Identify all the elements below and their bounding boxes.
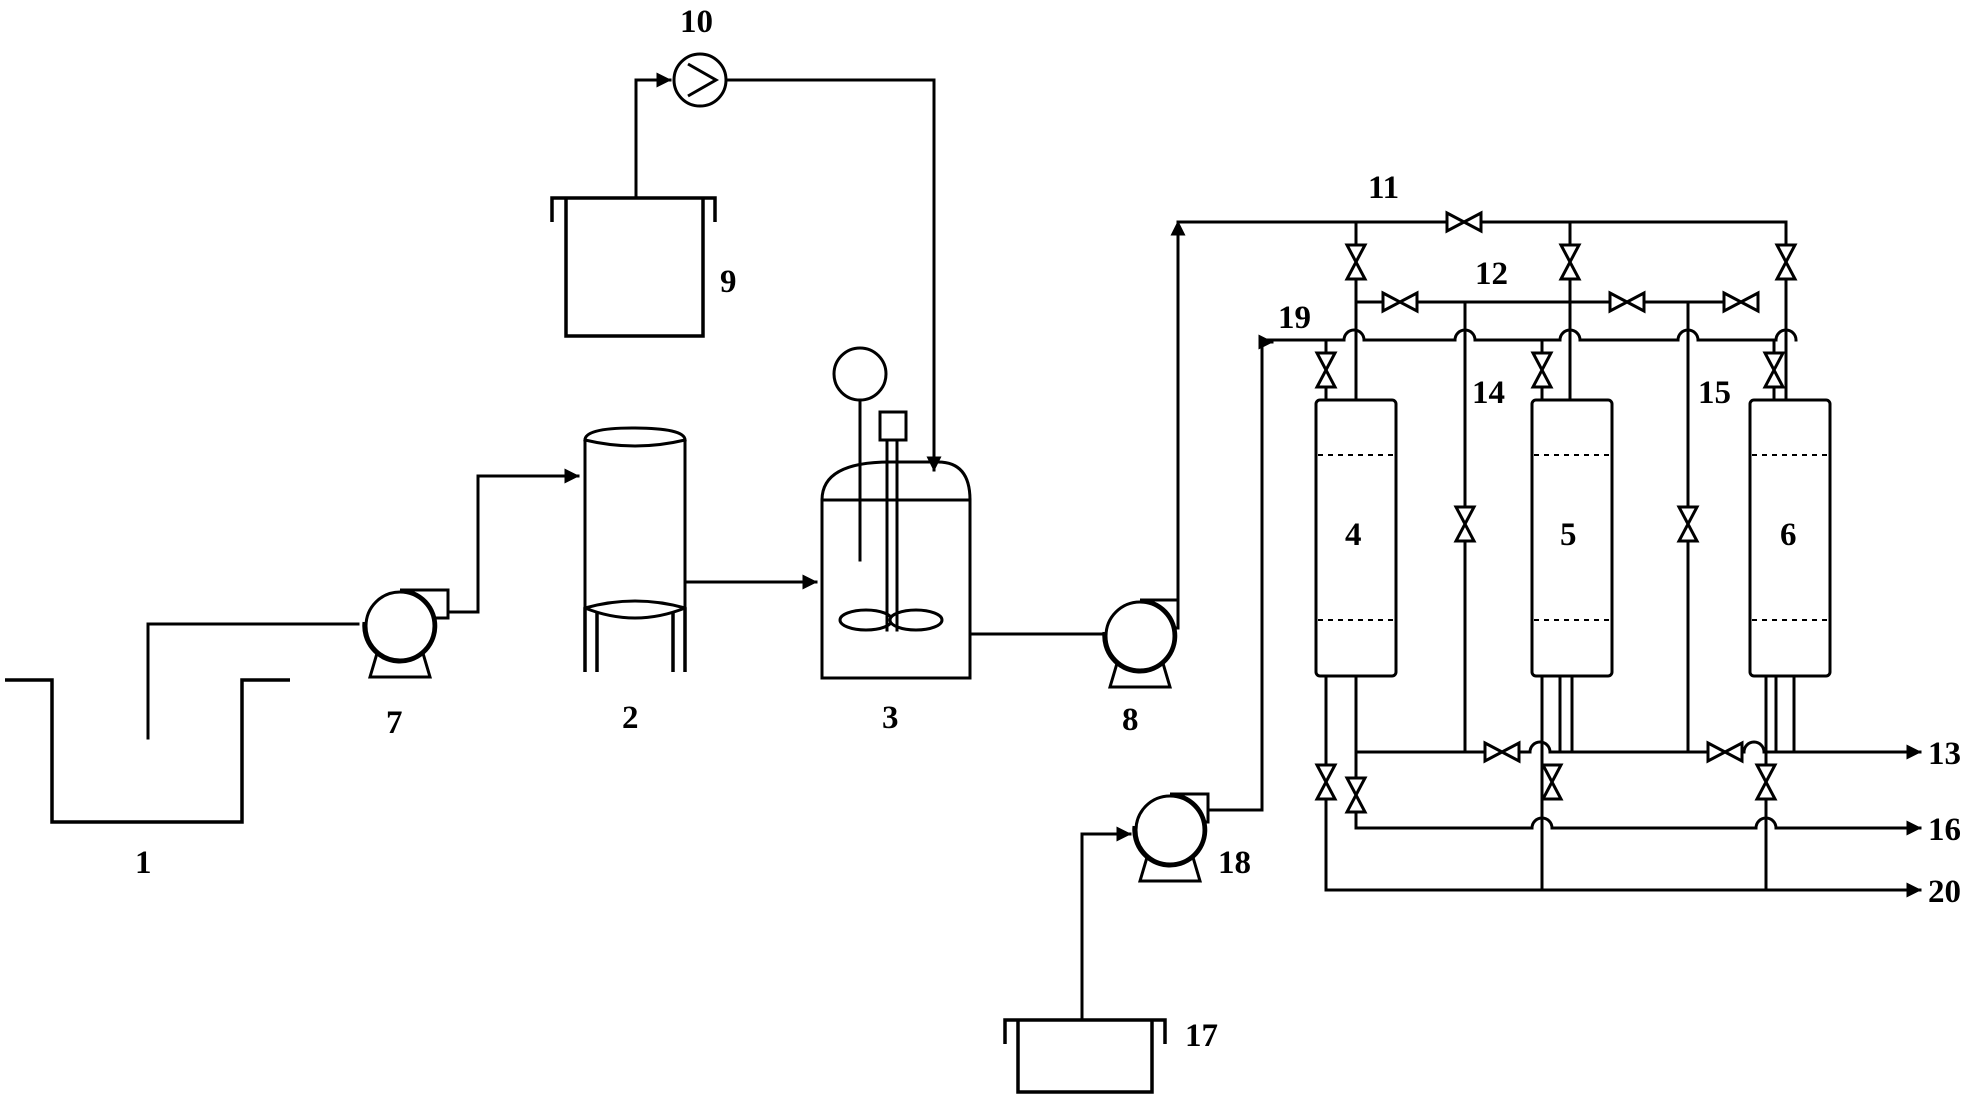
filter-column-5 xyxy=(1530,398,1614,678)
dosing-tank-9 xyxy=(550,196,717,338)
label-12: 12 xyxy=(1475,256,1508,292)
label-16: 16 xyxy=(1928,812,1961,848)
storage-vessel-2 xyxy=(583,426,687,672)
label-4: 4 xyxy=(1345,517,1362,553)
label-11: 11 xyxy=(1368,170,1399,206)
label-9: 9 xyxy=(720,264,737,300)
sump-tank-1 xyxy=(5,622,360,824)
label-20: 20 xyxy=(1928,874,1961,910)
dosing-pump-10 xyxy=(672,52,728,108)
reagent-tank-17 xyxy=(1003,1018,1167,1094)
label-8: 8 xyxy=(1122,702,1139,738)
label-2: 2 xyxy=(622,700,639,736)
label-5: 5 xyxy=(1560,517,1577,553)
label-7: 7 xyxy=(386,705,403,741)
label-14: 14 xyxy=(1472,375,1505,411)
pump-8 xyxy=(1102,598,1180,689)
label-6: 6 xyxy=(1780,517,1797,553)
label-10: 10 xyxy=(680,4,713,40)
label-1: 1 xyxy=(135,845,152,881)
pump-7 xyxy=(362,588,450,679)
label-18: 18 xyxy=(1218,845,1251,881)
label-17: 17 xyxy=(1185,1018,1218,1054)
stirred-reactor-3 xyxy=(820,346,972,680)
filter-column-6 xyxy=(1748,398,1832,678)
label-3: 3 xyxy=(882,700,899,736)
label-15: 15 xyxy=(1698,375,1731,411)
label-13: 13 xyxy=(1928,736,1961,772)
pump-18 xyxy=(1132,792,1210,883)
label-19: 19 xyxy=(1278,300,1311,336)
